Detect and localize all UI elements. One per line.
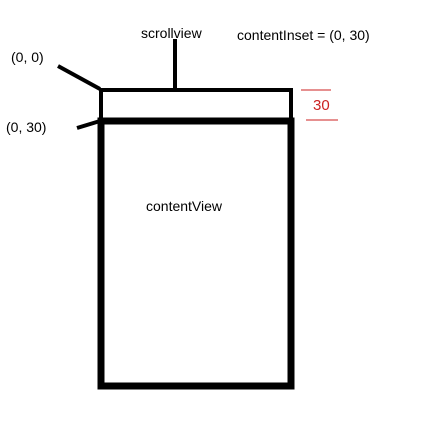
content-view-box — [97, 117, 295, 390]
content-origin-leader-line — [76, 119, 101, 130]
origin-label: (0, 0) — [11, 49, 44, 65]
content-inset-label: contentInset = (0, 30) — [237, 27, 370, 43]
inset-value-label: 30 — [313, 97, 330, 114]
content-origin-label: (0, 30) — [6, 119, 46, 135]
scrollview-label: scrollview — [141, 25, 203, 41]
origin-leader-line — [57, 64, 101, 91]
content-view-label: contentView — [146, 198, 223, 214]
scrollview-inset-strip — [99, 88, 293, 123]
